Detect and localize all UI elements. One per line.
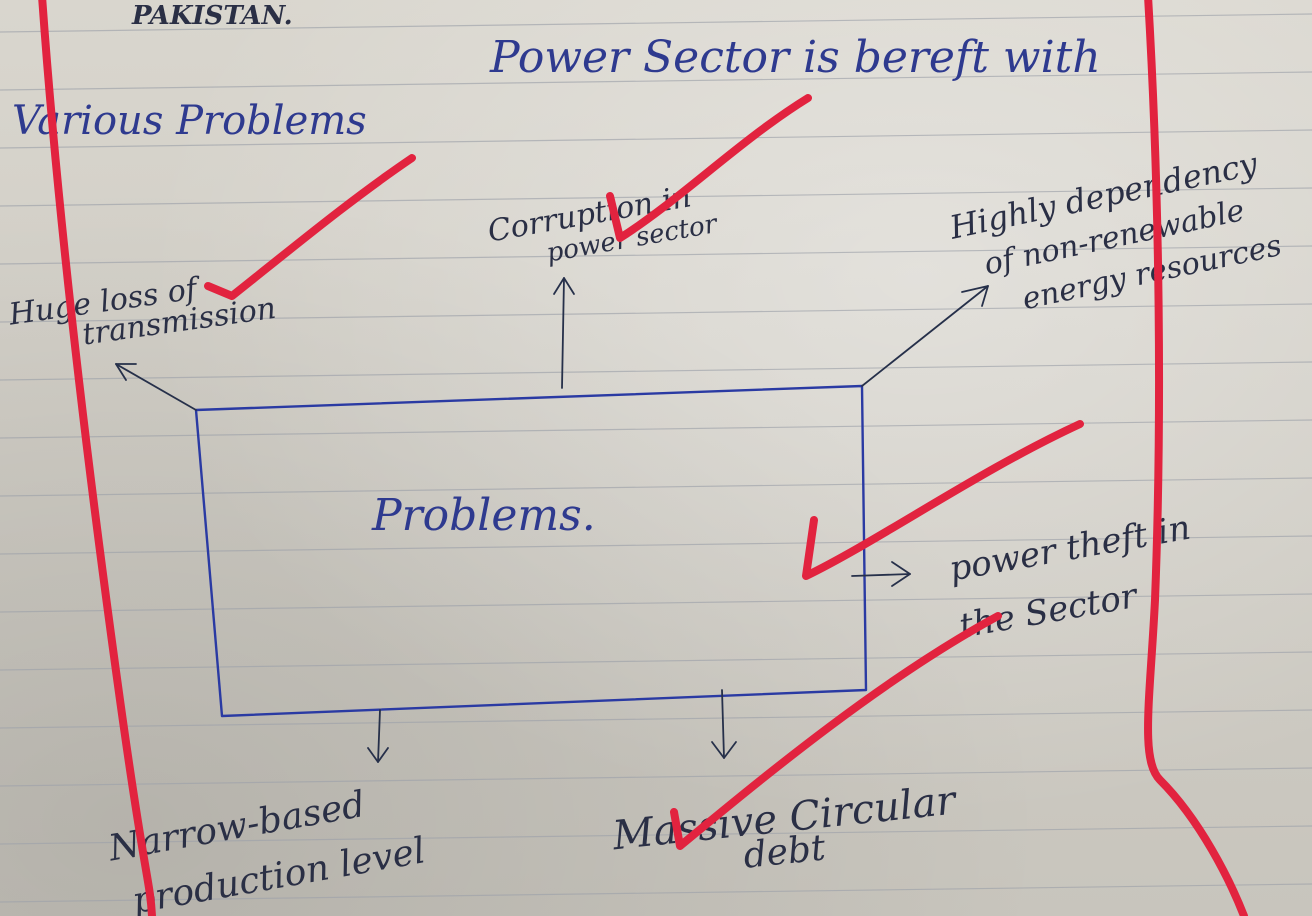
intro-line-2: Various Problems [12,98,367,144]
red-margin-line-right [1144,0,1248,916]
red-margin-line-left [38,0,156,916]
red-tick-1 [204,154,416,300]
ruled-line [0,419,1312,439]
red-tick-3 [802,420,1084,580]
branch-right-line-2: the Sector [956,576,1141,647]
ruled-line [0,361,1312,381]
ruled-line [0,535,1312,555]
intro-line-1: Power Sector is bereft with [489,32,1101,83]
arrow-right [851,561,911,587]
red-tick-4 [670,612,1002,850]
ruled-line [0,187,1312,207]
center-label: Problems. [371,490,596,541]
ruled-line [0,245,1312,265]
ruled-line [0,129,1312,149]
ruled-line [0,709,1312,729]
branch-bottom-line-2: debt [742,827,828,876]
ruled-line [0,651,1312,671]
ruled-line [0,767,1312,787]
arrow-top-left [115,363,197,411]
ruled-line [0,883,1312,903]
ruled-line [0,593,1312,613]
problems-box [194,384,868,718]
ruled-lines [0,13,1312,903]
heading-fragment: PAKISTAN. [131,1,293,31]
arrow-bottom-left [367,709,389,763]
ruled-line [0,13,1312,33]
branch-bottom: Massive Circular debt [610,777,961,876]
ruled-line [0,303,1312,323]
arrow-top-right [861,285,989,387]
ruled-line [0,71,1312,91]
ruled-line [0,477,1312,497]
branch-top-right: Highly dependency of non-renewable energ… [945,144,1284,317]
arrow-bottom [711,689,737,759]
red-tick-2 [606,94,812,242]
ruled-line [0,825,1312,845]
branch-top-left: Huge loss of transmission [6,271,278,353]
arrow-top [553,277,575,389]
